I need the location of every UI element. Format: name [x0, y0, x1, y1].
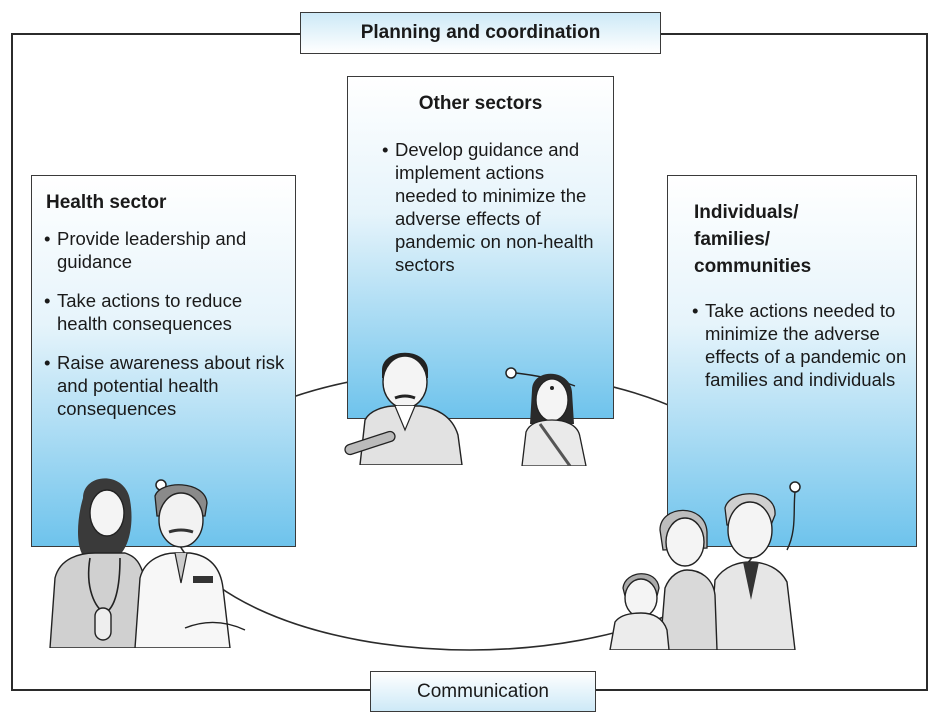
- bullet-item: Provide leadership and guidance: [44, 227, 292, 273]
- communication-box: Communication: [370, 671, 596, 712]
- other-sectors-panel: Other sectors Develop guidance and imple…: [347, 76, 614, 419]
- woman-illustration: [505, 367, 587, 466]
- other-sectors-title: Other sectors: [418, 93, 543, 114]
- other-sectors-bullets: Develop guidance and implement actions n…: [382, 138, 597, 276]
- bullet-item: Take actions to reduce health consequenc…: [44, 289, 292, 335]
- planning-coordination-label: Planning and coordination: [360, 22, 601, 43]
- health-sector-title: Health sector: [46, 192, 167, 213]
- health-workers-illustration: [49, 478, 246, 648]
- worker-with-wrench-illustration: [344, 352, 463, 465]
- health-sector-bullets: Provide leadership and guidance Take act…: [44, 227, 292, 436]
- bullet-item: Take actions needed to minimize the adve…: [692, 299, 912, 391]
- family-illustration: [609, 481, 801, 650]
- individuals-bullets: Take actions needed to minimize the adve…: [692, 299, 912, 391]
- communication-label: Communication: [417, 680, 549, 702]
- individuals-title: Individuals/ families/ communities: [694, 202, 812, 277]
- planning-coordination-box: Planning and coordination: [300, 12, 661, 54]
- bullet-item: Develop guidance and implement actions n…: [382, 138, 597, 276]
- bullet-item: Raise awareness about risk and potential…: [44, 351, 292, 420]
